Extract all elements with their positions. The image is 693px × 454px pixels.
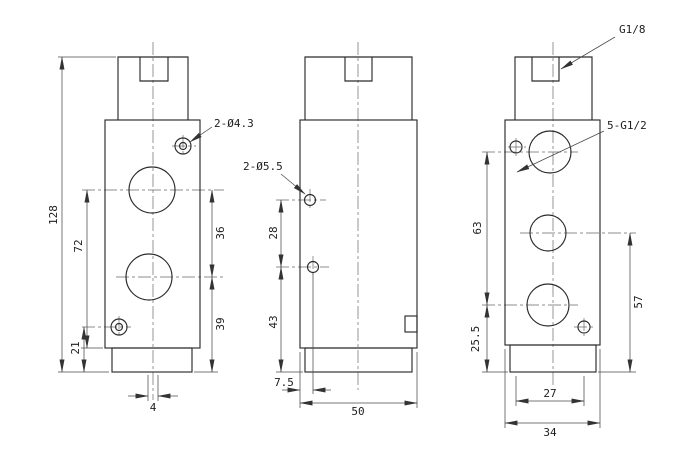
front-hole-callout-label: 2-Ø4.3 bbox=[214, 117, 254, 130]
thread-g18-callout-label: G1/8 bbox=[619, 23, 646, 36]
dim-34-label: 34 bbox=[543, 426, 557, 439]
side-view-dimensions bbox=[276, 173, 418, 408]
front-view-outline bbox=[104, 56, 201, 373]
dim-21-label: 21 bbox=[69, 341, 82, 354]
end-view-dimensions bbox=[482, 36, 636, 428]
dim-27-label: 27 bbox=[543, 387, 556, 400]
dim-25-5-label: 25.5 bbox=[469, 326, 482, 353]
dim-43-label: 43 bbox=[267, 315, 280, 328]
side-view-outline bbox=[299, 56, 418, 373]
dim-39-label: 39 bbox=[214, 317, 227, 330]
dim-overall-height-label: 128 bbox=[47, 205, 60, 225]
dim-7-5-label: 7.5 bbox=[274, 376, 294, 389]
dim-4-label: 4 bbox=[150, 401, 157, 414]
thread-5g12-callout-label: 5-G1/2 bbox=[607, 119, 647, 132]
dim-57-label: 57 bbox=[632, 295, 645, 308]
dim-28-label: 28 bbox=[267, 226, 280, 239]
dim-36-label: 36 bbox=[214, 226, 227, 239]
side-hole-callout-label: 2-Ø5.5 bbox=[243, 160, 283, 173]
centerlines bbox=[82, 42, 636, 400]
dim-50-label: 50 bbox=[351, 405, 364, 418]
end-view-outline bbox=[504, 56, 601, 373]
dim-63-label: 63 bbox=[471, 221, 484, 234]
dim-72-label: 72 bbox=[72, 239, 85, 252]
front-view-dimensions bbox=[58, 56, 218, 401]
